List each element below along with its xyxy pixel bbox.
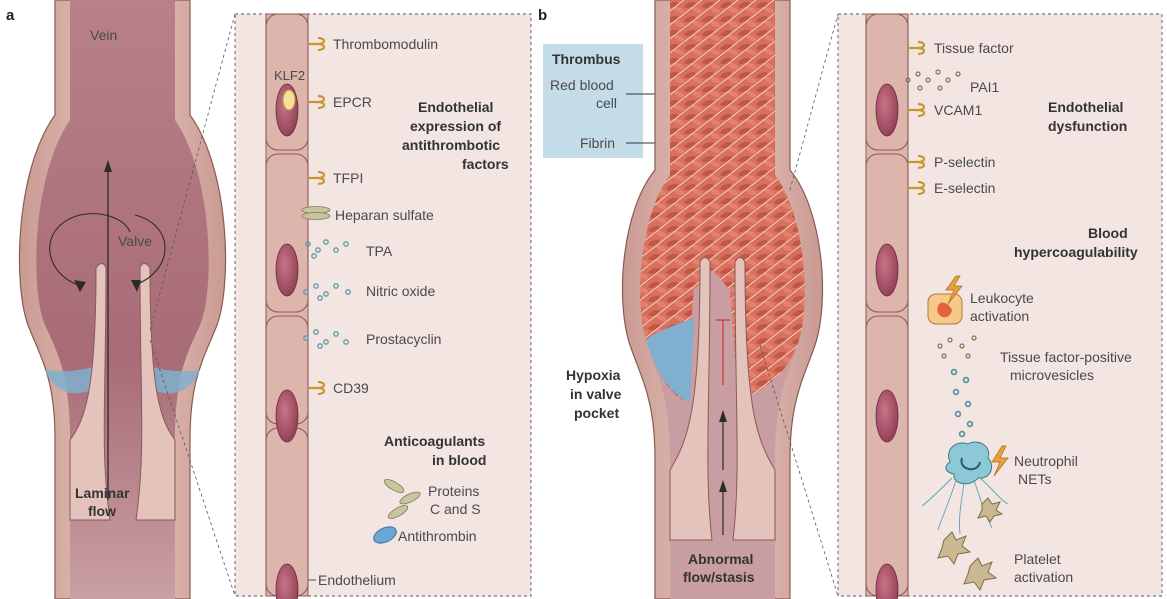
valve-label: Valve: [118, 233, 152, 249]
endothelium-label: Endothelium: [318, 572, 396, 588]
dysfunction-heading-1: Endothelial: [1048, 99, 1123, 115]
thrombus-title: Thrombus: [552, 51, 621, 67]
leukocyte-label-1: Leukocyte: [970, 290, 1034, 306]
dysfunction-heading-2: dysfunction: [1048, 118, 1127, 134]
tpa-label: TPA: [366, 243, 393, 259]
tissue-factor-label: Tissue factor: [934, 40, 1014, 56]
tfpi-label: TFPI: [333, 170, 363, 186]
laminar-label: Laminar: [75, 485, 130, 501]
anticoag-heading-2: in blood: [432, 452, 486, 468]
panel-b-letter: b: [538, 7, 547, 24]
leukocyte-label-2: activation: [970, 308, 1029, 324]
neutrophil-label-1: Neutrophil: [1014, 453, 1078, 469]
hypoxia-label-2: in valve: [570, 386, 622, 402]
nucleus: [876, 390, 898, 442]
panel-a: a Vein Valve Laminar flow: [6, 0, 235, 599]
hypoxia-label-1: Hypoxia: [566, 367, 621, 383]
prostacyclin-label: Prostacyclin: [366, 331, 441, 347]
pai1-label: PAI1: [970, 79, 1000, 95]
platelet-label-1: Platelet: [1014, 551, 1061, 567]
tf-microvesicle-label-1: Tissue factor-positive: [1000, 349, 1132, 365]
flow-label: flow: [88, 503, 116, 519]
rbc-label-1: Red blood: [550, 77, 614, 93]
platelet-label-2: activation: [1014, 569, 1073, 585]
p-selectin-label: P-selectin: [934, 154, 995, 170]
nitric-oxide-label: Nitric oxide: [366, 283, 435, 299]
fibrin-label: Fibrin: [580, 135, 615, 151]
neutrophil-label-2: NETs: [1018, 471, 1051, 487]
epcr-label: EPCR: [333, 94, 372, 110]
hyper-heading-1: Blood: [1088, 225, 1128, 241]
hyper-heading-2: hypercoagulability: [1014, 244, 1138, 260]
vcam1-label: VCAM1: [934, 102, 982, 118]
heparan-label: Heparan sulfate: [335, 207, 434, 223]
klf2-label: KLF2: [274, 68, 305, 83]
abnormal-flow-label-1: Abnormal: [688, 551, 753, 567]
panel-b: b Thrombus Red blood cell Fibrin Hypoxia…: [538, 0, 838, 599]
abnormal-flow-label-2: flow/stasis: [683, 569, 755, 585]
thrombomodulin-label: Thrombomodulin: [333, 36, 438, 52]
e-selectin-label: E-selectin: [934, 180, 995, 196]
antithrombotic-heading-2: expression of: [410, 118, 501, 134]
nucleus: [876, 244, 898, 296]
cd39-label: CD39: [333, 380, 369, 396]
proteins-label-2: C and S: [430, 501, 481, 517]
anticoag-heading-1: Anticoagulants: [384, 433, 485, 449]
nucleus: [876, 84, 898, 136]
proteins-label-1: Proteins: [428, 483, 479, 499]
tf-microvesicle-label-2: microvesicles: [1010, 367, 1094, 383]
zoom-panel-b: Tissue factor VCAM1 P-selectin E-selecti…: [838, 14, 1162, 599]
nucleus: [276, 244, 298, 296]
vein-label: Vein: [90, 27, 117, 43]
antithrombotic-heading-1: Endothelial: [418, 99, 493, 115]
panel-a-letter: a: [6, 7, 15, 24]
zoom-panel-a: KLF2 Thrombomodulin EPCR TFPI CD39 Hepar…: [235, 14, 531, 599]
antithrombotic-heading-4: factors: [462, 156, 509, 172]
nucleus: [276, 390, 298, 442]
rbc-label-2: cell: [596, 95, 617, 111]
klf2-marker: [283, 90, 295, 110]
antithrombotic-heading-3: antithrombotic: [402, 137, 500, 153]
hypoxia-label-3: pocket: [574, 405, 619, 421]
antithrombin-label: Antithrombin: [398, 528, 477, 544]
